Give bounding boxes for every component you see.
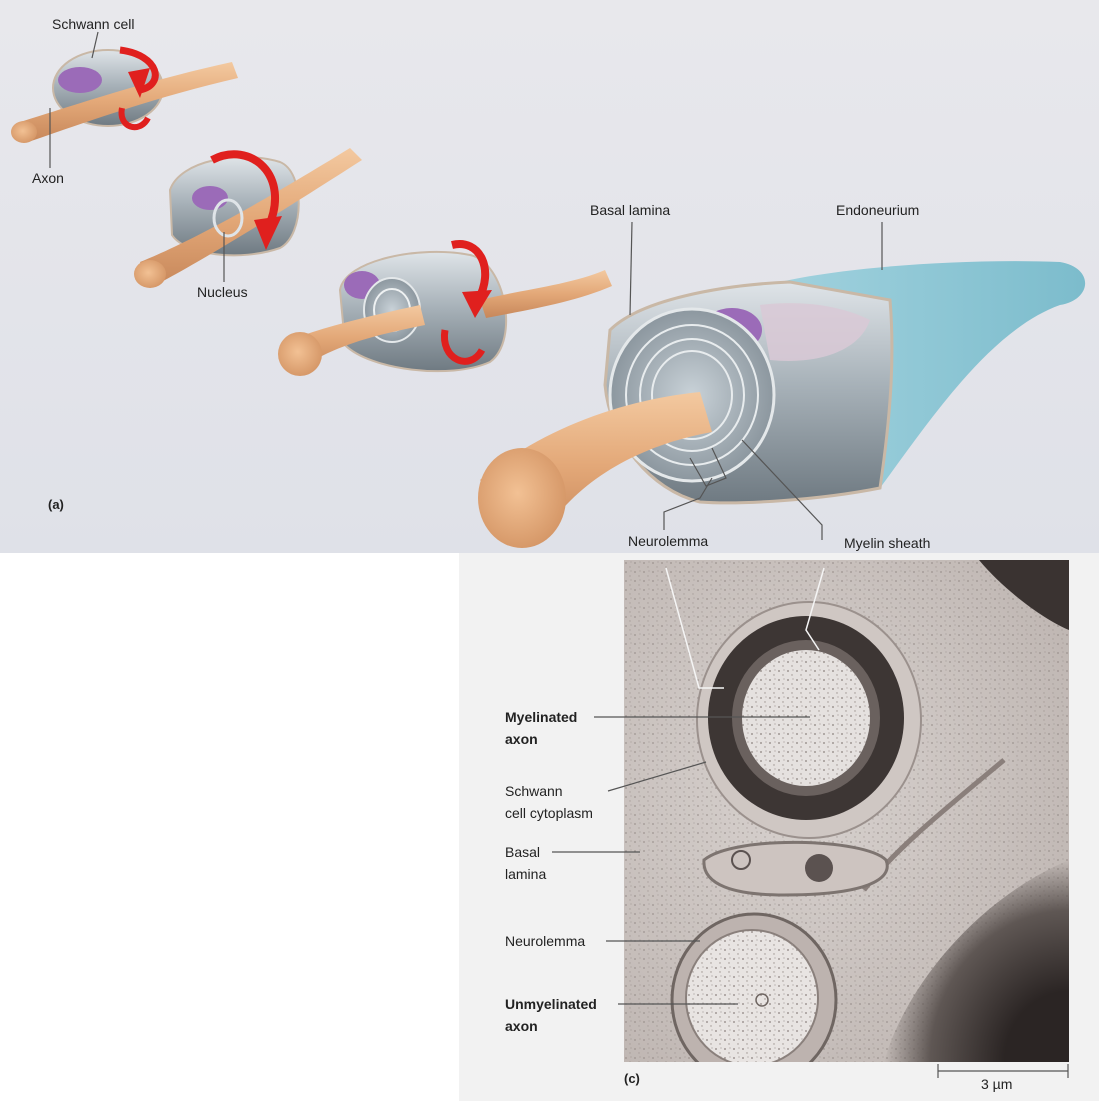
- label-schwann-2: cell cytoplasm: [505, 805, 593, 821]
- rotation-arrow-icon: [128, 68, 150, 98]
- panel-a-tag: (a): [48, 497, 64, 512]
- label-neurolemma: Neurolemma: [628, 533, 709, 549]
- label-neurolemma-c: Neurolemma: [505, 933, 586, 949]
- scale-bar-label: 3 µm: [981, 1076, 1013, 1092]
- label-axon: Axon: [32, 170, 64, 186]
- electron-micrograph: [624, 560, 1069, 1062]
- label-myelinated-1: Myelinated: [505, 709, 578, 725]
- nucleus-shape: [58, 67, 102, 93]
- axon-shape: [20, 62, 238, 142]
- stage-2-schwann-cell: [134, 148, 362, 288]
- myelination-illustration: [11, 31, 1086, 548]
- stage-1-schwann-cell: [11, 46, 238, 143]
- panel-c-tag: (c): [624, 1071, 640, 1086]
- label-unmyelinated-2: axon: [505, 1018, 538, 1034]
- label-unmyelinated-1: Unmyelinated: [505, 996, 597, 1012]
- label-nucleus: Nucleus: [197, 284, 248, 300]
- rotation-arrow-icon: [254, 216, 282, 250]
- label-myelin-sheath: Myelin sheath: [844, 535, 931, 551]
- label-basal-1: Basal: [505, 844, 541, 860]
- label-endoneurium: Endoneurium: [836, 202, 920, 218]
- label-schwann-cell: Schwann cell: [52, 16, 135, 32]
- label-myelinated-2: axon: [505, 731, 538, 747]
- label-basal-lamina: Basal lamina: [590, 202, 671, 218]
- label-schwann-1: Schwann: [505, 783, 563, 799]
- panel-a-illustration: Schwann cell Axon Nucleus Basal lamina E…: [0, 0, 1099, 553]
- label-basal-2: lamina: [505, 866, 547, 882]
- stage-3-schwann-cell: [278, 240, 612, 376]
- rotation-arrow-icon: [462, 290, 492, 318]
- leader-lines: [49, 31, 883, 540]
- stage-4-myelinated-fiber: [478, 261, 1086, 548]
